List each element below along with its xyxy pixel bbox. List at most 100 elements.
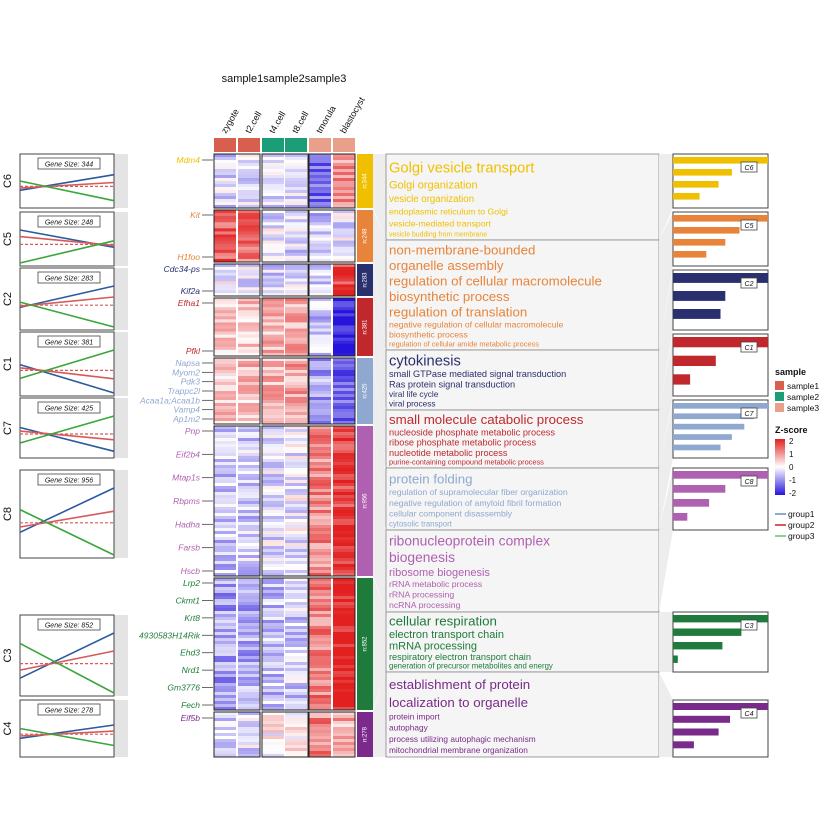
heatmap-cell [333,154,355,158]
heatmap-cell [333,617,355,621]
heatmap-cell [309,304,331,308]
go-term-text: process utilizing autophagic mechanism [389,734,536,744]
heatmap-cell [238,379,260,383]
heatmap-cell [262,406,284,410]
heatmap-cell [214,358,236,362]
heatmap-cell [262,196,284,200]
heatmap-cell [262,202,284,206]
heatmap-cell [309,190,331,194]
heatmap-cell [285,698,307,702]
heatmap-cell [262,154,284,158]
heatmap-cell [214,698,236,702]
heatmap-cell [238,319,260,323]
heatmap-cell [214,647,236,651]
enrichment-bar [673,227,740,234]
heatmap-cell [309,730,331,734]
heatmap-cell [262,543,284,547]
heatmap-cell [309,307,331,311]
go-term-text: biosynthetic process [389,330,468,340]
heatmap-cell [309,552,331,556]
heatmap-cell [238,751,260,755]
heatmap-cell [238,388,260,392]
heatmap-cell [238,489,260,493]
heatmap-cell [262,293,284,297]
column-header-t4.cell: t4.cell [267,110,287,135]
heatmap-cell [238,252,260,257]
heatmap-cell [262,367,284,371]
heatmap-cell [238,184,260,188]
trend-panel-connector [114,212,128,266]
enrichment-bar [673,715,730,723]
heatmap-cell [309,403,331,407]
gene-size-label: Gene Size: 956 [45,478,93,485]
enrichment-bar [673,741,694,749]
heatmap-cell [214,275,236,279]
heatmap-cell [262,307,284,311]
heatmap-cell [285,316,307,320]
heatmap-cell [262,522,284,526]
heatmap-cell [333,310,355,314]
gene-size-box [37,618,101,631]
heatmap-cell [309,671,331,675]
heatmap-cell [214,172,236,176]
heatmap-cell [333,730,355,734]
heatmap-cell [262,647,284,651]
heatmap-block-border [308,425,356,577]
enrichment-bar [673,615,768,623]
heatmap-cell [285,370,307,374]
heatmap-cell [333,205,355,209]
heatmap-cell [285,352,307,357]
heatmap-cell [285,477,307,481]
heatmap-cell [262,680,284,684]
heatmap-cell [309,266,331,271]
gene-label-item: Mtap1s [172,473,213,483]
heatmap-cell [333,581,355,585]
heatmap-cell [262,492,284,496]
heatmap-cell [262,605,284,609]
heatmap-cell [285,264,307,268]
heatmap-cell [214,400,236,404]
go-term-panel-C1: small molecule catabolic processnucleosi… [373,298,673,469]
heatmap-cell [309,249,331,254]
heatmap-cell [309,718,331,722]
heatmap-cell [333,281,355,285]
gene-size-box [37,335,101,348]
gene-label: Ckmt1 [175,595,200,605]
heatmap-cell [262,264,284,268]
heatmap-cell [238,698,260,702]
heatmap-cell [262,234,284,238]
heatmap-cell [333,754,355,758]
heatmap-cell [262,462,284,466]
heatmap-block-border [213,711,261,758]
heatmap-cell [309,665,331,669]
heatmap-cell [309,519,331,523]
heatmap-cell [214,689,236,693]
heatmap-cell [262,275,284,279]
gene-label: Ehd3 [180,648,200,658]
heatmap-cell [238,727,260,731]
heatmap-cell [309,468,331,472]
heatmap-cell [309,549,331,553]
heatmap-cell [333,477,355,481]
gene-size-label: Gene Size: 852 [45,623,93,630]
gene-size-box [37,271,101,284]
go-term-text: vesicle budding from membrane [389,231,487,238]
heatmap-cell [214,228,236,232]
heatmap-cell [333,668,355,672]
heatmap-cell [238,231,260,235]
heatmap-cell [285,465,307,469]
heatmap-cell [238,492,260,496]
heatmap-cell [285,581,307,585]
heatmap-cell [262,228,284,232]
heatmap-cell [333,435,355,439]
heatmap-cell [309,175,331,179]
heatmap-cell [309,617,331,621]
heatmap-cell [285,707,307,711]
heatmap-cell [333,629,355,633]
heatmap-cell [262,418,284,422]
heatmap-cell [214,692,236,696]
heatmap-cell [285,343,307,348]
heatmap-cell [238,593,260,597]
go-term-text: cellular component disassembly [389,509,513,519]
heatmap-cell [262,255,284,260]
